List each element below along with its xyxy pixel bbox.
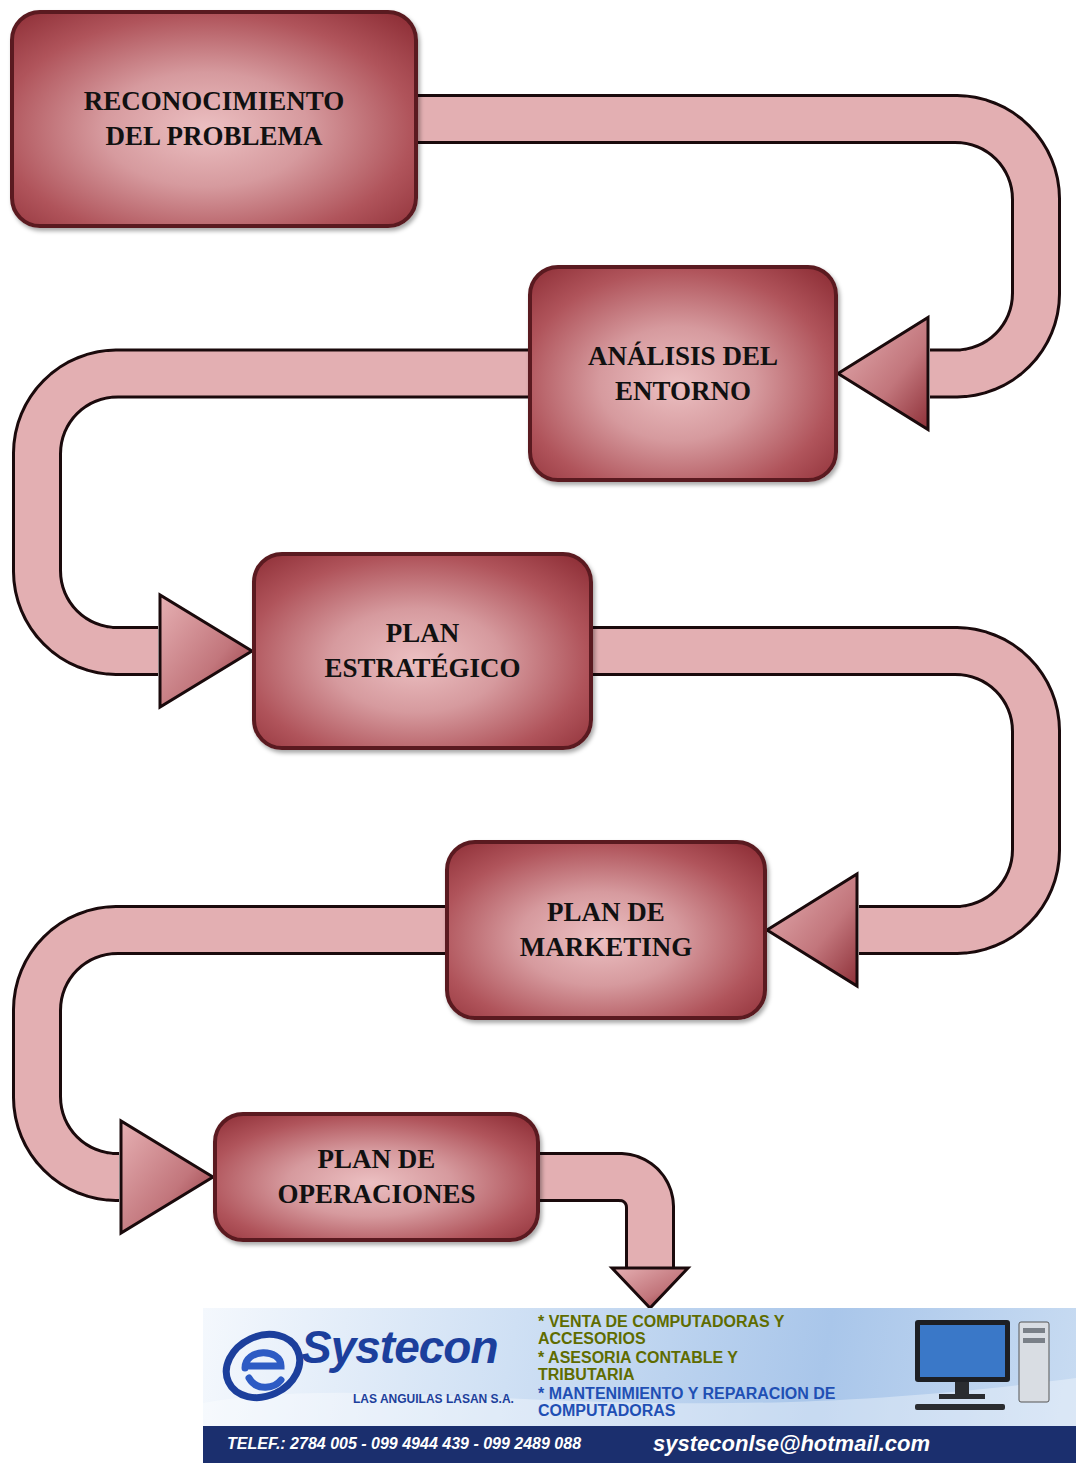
arrow-body bbox=[540, 1177, 650, 1270]
arrow-head bbox=[838, 318, 928, 430]
contact-strip bbox=[203, 1426, 1076, 1463]
logo-mark bbox=[216, 1323, 310, 1409]
step-label: RECONOCIMIENTO DEL PROBLEMA bbox=[54, 84, 374, 154]
arrow-head bbox=[121, 1121, 213, 1233]
service-item: * ASESORIA CONTABLE Y TRIBUTARIA bbox=[538, 1349, 828, 1383]
brand-name: Systecon bbox=[301, 1320, 498, 1374]
step-label: PLAN DE OPERACIONES bbox=[237, 1142, 517, 1212]
service-item: * VENTA DE COMPUTADORAS Y ACCESORIOS bbox=[538, 1313, 828, 1347]
arrow-head bbox=[612, 1268, 688, 1308]
step-label: PLAN ESTRATÉGICO bbox=[293, 616, 553, 686]
process-box: PLAN DE OPERACIONES bbox=[213, 1112, 540, 1242]
process-box: ANÁLISIS DEL ENTORNO bbox=[528, 265, 838, 482]
background-swoosh bbox=[203, 1378, 1076, 1426]
arrow-head bbox=[767, 874, 857, 986]
computer-icon bbox=[915, 1320, 1049, 1410]
flow-arrow bbox=[540, 1177, 688, 1308]
step-label: ANÁLISIS DEL ENTORNO bbox=[548, 339, 818, 409]
process-box: PLAN ESTRATÉGICO bbox=[252, 552, 593, 750]
phone-numbers: TELEF.: 2784 005 - 099 4944 439 - 099 24… bbox=[227, 1435, 581, 1453]
arrow-head bbox=[160, 595, 252, 707]
email-address: systeconlse@hotmail.com bbox=[653, 1431, 930, 1457]
service-item: * MANTENIMIENTO Y REPARACION DE COMPUTAD… bbox=[538, 1385, 888, 1419]
step-label: PLAN DE MARKETING bbox=[486, 895, 726, 965]
company-banner: SysteconLAS ANGUILAS LASAN S.A. * VENTA D… bbox=[203, 1308, 1076, 1463]
arrow-outline bbox=[540, 1177, 650, 1270]
process-box: PLAN DE MARKETING bbox=[445, 840, 767, 1020]
company-name: LAS ANGUILAS LASAN S.A. bbox=[353, 1392, 514, 1406]
process-box: RECONOCIMIENTO DEL PROBLEMA bbox=[10, 10, 418, 228]
